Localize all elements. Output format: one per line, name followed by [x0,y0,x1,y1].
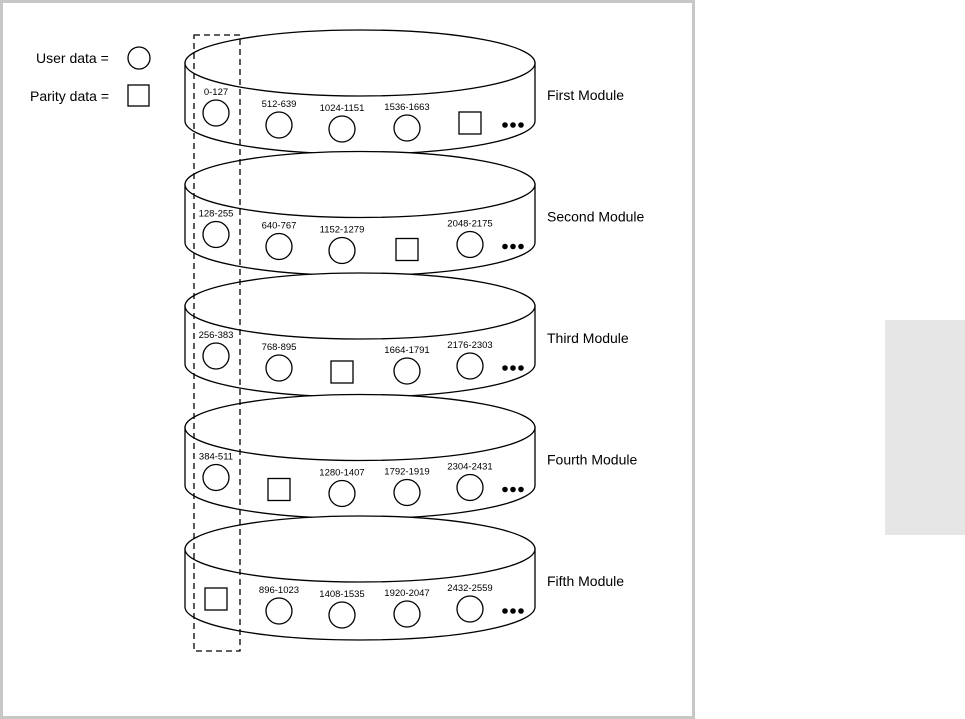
user-data-circle-icon [393,600,421,628]
module-2: 128-255 640-767 1152-1279 2048-2175 Second M… [184,150,645,277]
block-range-label: 1152-1279 [320,225,365,236]
module-1: 0-127 512-639 1024-1151 1536-1663 First Modu… [184,29,624,155]
legend: User data = Parity data = [30,46,151,107]
module-top-ellipse [184,393,536,462]
parity-data-square-icon [395,237,419,262]
more-dot-icon [502,365,508,371]
user-data-circle-icon [328,236,356,265]
block-range-label: 1408-1535 [319,589,364,600]
module-top-ellipse [184,272,536,340]
parity-data-square-icon [458,111,482,135]
stripe-column-highlight [193,34,241,652]
more-dot-icon [502,243,508,250]
block-range-label: 768-895 [262,342,297,353]
more-dot-icon [518,243,524,250]
user-data-circle-icon [265,354,293,382]
module-name: Fifth Module [547,573,624,589]
module-5: 896-1023 1408-1535 1920-2047 2432-2559 Fifth… [184,515,624,641]
more-dot-icon [518,122,524,128]
module-top-ellipse [184,515,536,583]
user-data-circle-icon [393,114,421,142]
more-dot-icon [510,608,516,614]
more-dot-icon [510,486,516,493]
more-dot-icon [502,608,508,614]
block-range-label: 0-127 [204,87,228,98]
module-3: 256-383 768-895 1664-1791 2176-2303 Third Mo… [184,272,629,398]
more-dot-icon [510,243,516,250]
legend-user-circle-icon [127,46,151,70]
user-data-circle-icon [265,111,293,139]
more-dot-icon [502,486,508,493]
block-range-label: 512-639 [262,99,297,110]
module-name: Fourth Module [547,452,637,468]
user-data-circle-icon [265,232,293,261]
user-data-circle-icon [328,115,356,143]
parity-data-square-icon [330,360,354,384]
legend-parity-label: Parity data = [30,88,109,104]
user-data-circle-icon [393,357,421,385]
block-range-label: 384-511 [199,452,233,463]
user-data-circle-icon [456,473,484,502]
block-range-label: 2176-2303 [447,340,492,351]
user-data-circle-icon [456,595,484,623]
user-data-circle-icon [456,230,484,259]
block-range-label: 1792-1919 [384,467,429,478]
parity-data-square-icon [204,587,228,611]
legend-user-label: User data = [36,50,109,66]
more-dot-icon [518,486,524,493]
block-range-label: 256-383 [199,330,234,341]
modules: 0-127 512-639 1024-1151 1536-1663 First Modu… [184,29,645,641]
user-data-circle-icon [328,479,356,508]
module-name: Third Module [547,330,629,346]
block-range-label: 1024-1151 [320,103,365,114]
block-range-label: 2048-2175 [447,219,492,230]
block-range-label: 1920-2047 [384,588,429,599]
user-data-circle-icon [202,220,230,249]
block-range-label: 1536-1663 [384,102,429,113]
user-data-circle-icon [393,478,421,507]
block-range-label: 2432-2559 [447,583,492,594]
user-data-circle-icon [456,352,484,380]
side-tab[interactable] [885,320,965,535]
user-data-circle-icon [328,601,356,629]
more-dot-icon [510,365,516,371]
more-dot-icon [518,365,524,371]
more-dot-icon [502,122,508,128]
legend-parity-square-icon [127,84,150,107]
module-4: 384-511 1280-1407 1792-1919 2304-2431 Fourth… [184,393,637,520]
module-name: First Module [547,87,624,103]
parity-data-square-icon [267,477,291,502]
user-data-circle-icon [202,342,230,370]
module-name: Second Module [547,209,645,225]
block-range-label: 128-255 [199,209,234,220]
user-data-circle-icon [202,99,230,127]
more-dot-icon [510,122,516,128]
block-range-label: 896-1023 [259,585,299,596]
module-top-ellipse [184,150,536,219]
user-data-circle-icon [265,597,293,625]
more-dot-icon [518,608,524,614]
block-range-label: 1664-1791 [384,345,429,356]
block-range-label: 2304-2431 [447,462,492,473]
block-range-label: 1280-1407 [319,468,364,479]
module-top-ellipse [184,29,536,97]
block-range-label: 640-767 [262,221,297,232]
user-data-circle-icon [202,463,230,492]
